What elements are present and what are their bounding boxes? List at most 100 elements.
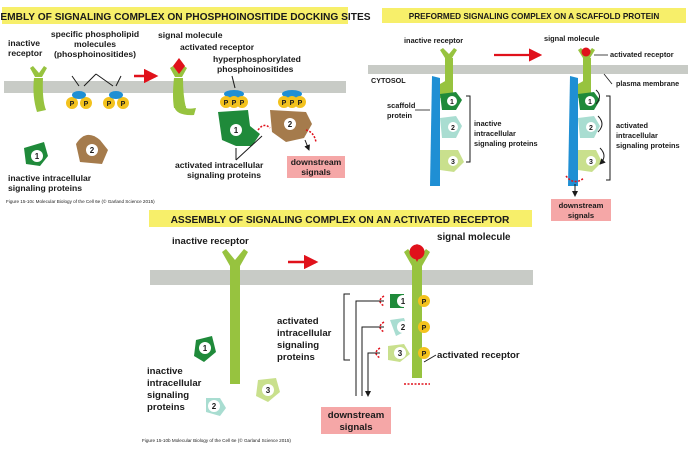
inactive-receptor-b-stalk xyxy=(445,58,453,84)
inactive-receptor-a xyxy=(30,66,47,112)
bracket-b-left xyxy=(466,95,471,163)
panel-c: ASSEMBLY OF SIGNALING COMPLEX ON AN ACTI… xyxy=(142,210,533,443)
signal-molecule-a xyxy=(173,58,185,74)
inactive-proteins-label-b-3: signaling proteins xyxy=(474,139,538,148)
docked-protein-3-c: 3 P xyxy=(388,344,430,362)
hyper-pi-1: P P P xyxy=(220,90,248,108)
signal-molecule-label-c: signal molecule xyxy=(437,232,511,243)
panel-a-title: ASSEMBLY OF SIGNALING COMPLEX ON PHOSPHO… xyxy=(0,12,371,23)
signal-molecule-b xyxy=(581,47,591,57)
svg-text:P: P xyxy=(290,100,295,107)
activation-sparks-a xyxy=(257,124,271,131)
inactive-proteins-label-c-2: intracellular xyxy=(147,378,202,389)
caption-c: Figure 15-10b Molecular Biology of the C… xyxy=(142,437,291,443)
svg-text:3: 3 xyxy=(398,349,403,358)
activated-proteins-label-a-1: activated intracellular xyxy=(175,160,264,170)
phospholipids-label-1: specific phospholipid xyxy=(51,29,139,39)
activated-proteins-label-b-2: intracellular xyxy=(616,131,658,140)
downstream-label-a-2: signals xyxy=(301,167,331,177)
svg-text:3: 3 xyxy=(589,159,593,166)
inactive-proteins-label-a-2: signaling proteins xyxy=(8,183,82,193)
downstream-label-b-1: downstream xyxy=(559,201,604,210)
svg-text:1: 1 xyxy=(588,99,592,106)
activated-proteins-label-b-1: activated xyxy=(616,121,649,130)
activated-receptor-c-stalk xyxy=(412,266,422,378)
hyper-leader xyxy=(231,75,236,89)
membrane-c xyxy=(150,270,533,285)
inactive-receptor-label-a-2: receptor xyxy=(8,48,43,58)
svg-text:P: P xyxy=(422,351,427,358)
activation-sparks-b xyxy=(565,175,585,183)
inactive-receptor-label-a: inactive xyxy=(8,38,40,48)
svg-text:P: P xyxy=(422,299,427,306)
downstream-label-a-1: downstream xyxy=(291,157,342,167)
signal-molecule-c-ball xyxy=(409,244,425,260)
caption-a: Figure 15-10c Molecular Biology of the C… xyxy=(6,198,155,204)
svg-text:1: 1 xyxy=(401,297,406,306)
activated-receptor-label-a: activated receptor xyxy=(180,42,255,52)
panel-b: PREFORMED SIGNALING COMPLEX ON A SCAFFOL… xyxy=(368,8,688,221)
downstream-label-c-2: signals xyxy=(339,422,372,433)
inactive-proteins-label-b-1: inactive xyxy=(474,119,502,128)
bracket-c xyxy=(343,293,350,361)
svg-text:P: P xyxy=(107,101,112,108)
svg-text:3: 3 xyxy=(266,386,271,395)
scaffold-protein-b2 xyxy=(568,76,578,186)
inactive-proteins-label-b-2: intracellular xyxy=(474,129,516,138)
phosphoinositide-pair-2: P P xyxy=(103,91,129,109)
downstream-box-b xyxy=(551,199,611,221)
svg-text:P: P xyxy=(240,100,245,107)
hyper-label-1: hyperphosphorylated xyxy=(213,54,301,64)
downstream-box-a xyxy=(287,156,345,178)
cytosol-label: CYTOSOL xyxy=(371,76,406,85)
svg-text:3: 3 xyxy=(451,159,455,166)
docked-protein-2-c: 2 P xyxy=(390,318,430,336)
svg-text:P: P xyxy=(282,100,287,107)
inactive-proteins-label-a-1: inactive intracellular xyxy=(8,173,92,183)
signal-molecule-label-a: signal molecule xyxy=(158,30,223,40)
svg-text:P: P xyxy=(422,325,427,332)
scaffold-label-2: protein xyxy=(387,111,413,120)
svg-text:P: P xyxy=(70,101,75,108)
inactive-receptor-c-stalk xyxy=(230,266,240,384)
activated-proteins-label-c-3: signaling xyxy=(277,340,319,351)
scaffold-protein-b xyxy=(430,76,440,186)
inactive-proteins-label-c-3: signaling xyxy=(147,390,189,401)
activated-proteins-label-c-4: proteins xyxy=(277,352,315,363)
svg-text:2: 2 xyxy=(451,125,455,132)
svg-text:P: P xyxy=(298,100,303,107)
inactive-proteins-label-c-1: inactive xyxy=(147,366,183,377)
bracket-b-right xyxy=(606,95,611,181)
hyper-pi-2: P P P xyxy=(278,90,306,108)
svg-text:2: 2 xyxy=(90,146,95,155)
svg-text:P: P xyxy=(232,100,237,107)
relay-arrows-b xyxy=(596,89,604,164)
panel-c-title-bar xyxy=(149,210,532,227)
inactive-receptor-label-c: inactive receptor xyxy=(172,236,249,247)
inactive-receptor-c-head xyxy=(222,249,248,266)
activated-receptor-a xyxy=(170,58,196,116)
activated-receptor-label-c: activated receptor xyxy=(437,350,520,361)
downstream-label-c-1: downstream xyxy=(328,410,385,421)
membrane-b xyxy=(368,65,688,74)
activated-proteins-label-c-1: activated xyxy=(277,316,319,327)
activated-proteins-leader-a xyxy=(235,135,263,161)
activated-receptor-label-b: activated receptor xyxy=(610,50,674,59)
plasma-membrane-leader xyxy=(603,73,613,85)
activated-proteins-label-a-2: signaling proteins xyxy=(187,170,261,180)
downstream-arrow-a xyxy=(304,139,310,151)
svg-text:P: P xyxy=(121,101,126,108)
svg-text:P: P xyxy=(84,101,89,108)
inactive-receptor-label-b: inactive receptor xyxy=(404,36,463,45)
svg-text:2: 2 xyxy=(288,120,293,129)
svg-text:P: P xyxy=(224,100,229,107)
scaffold-label-1: scaffold xyxy=(387,101,416,110)
svg-text:1: 1 xyxy=(450,99,454,106)
svg-text:1: 1 xyxy=(234,126,239,135)
svg-text:1: 1 xyxy=(203,344,208,353)
phosphoinositide-pair-1: P P xyxy=(66,91,92,109)
downstream-label-b-2: signals xyxy=(568,211,594,220)
panel-a-title-bar xyxy=(2,7,348,24)
docked-protein-1-c: 1 P xyxy=(390,294,430,308)
